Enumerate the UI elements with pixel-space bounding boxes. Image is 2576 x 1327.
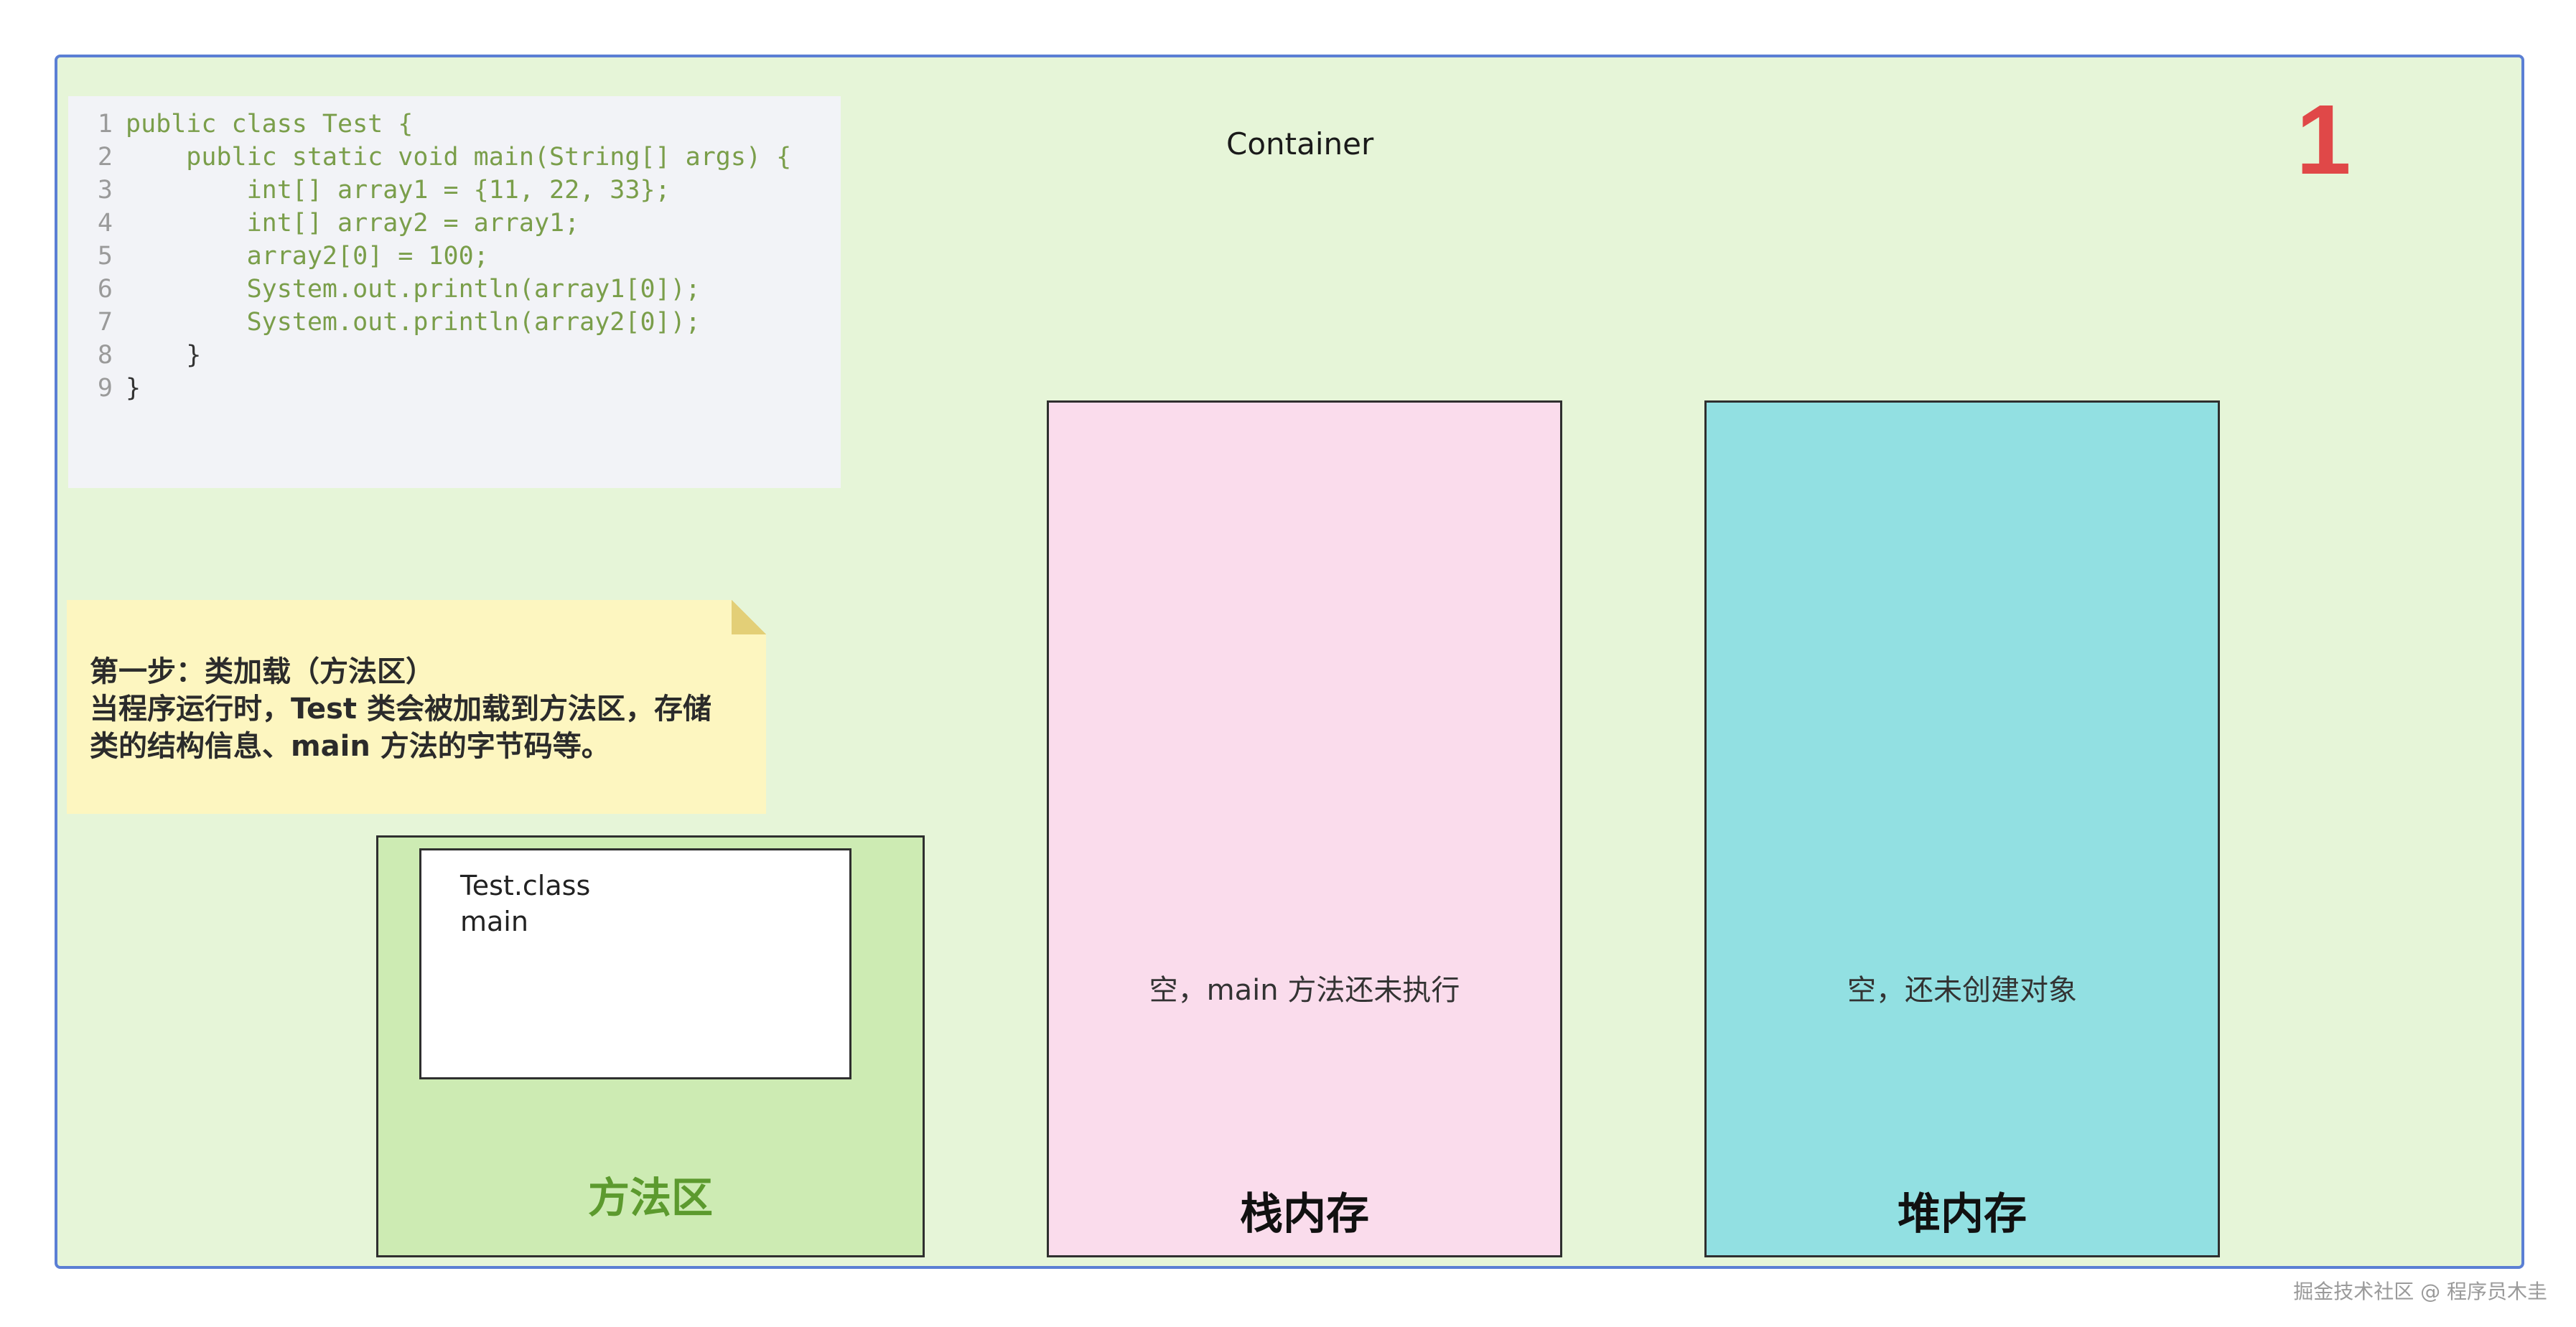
code-text: array2[0] = 100;: [126, 242, 489, 271]
code-line: 5 array2[0] = 100;: [68, 240, 841, 273]
code-text: public class Test {: [126, 110, 414, 139]
code-line: 1 public class Test {: [68, 108, 841, 141]
code-line: 4 int[] array2 = array1;: [68, 207, 841, 240]
line-number: 3: [97, 176, 113, 205]
method-name: main: [460, 906, 528, 937]
method-area-title: 方法区: [587, 1173, 713, 1222]
line-number: 1: [97, 110, 113, 139]
class-info-box: Test.class main: [419, 848, 851, 1079]
note-title: 第一步：类加载（方法区）: [90, 655, 434, 688]
note-text: 类的结构信息、main 方法的字节码等。: [90, 730, 610, 763]
heap-content: 空，还未创建对象: [1847, 974, 2077, 1007]
code-line: 3 int[] array1 = {11, 22, 33};: [68, 174, 841, 207]
code-line: 2 public static void main(String[] args)…: [68, 141, 841, 174]
code-text: }: [126, 374, 141, 403]
note-fold-corner: [732, 600, 766, 634]
watermark: 掘金技术社区 @ 程序员木圭: [2293, 1280, 2547, 1303]
code-line: 8 }: [68, 339, 841, 372]
code-line: 6 System.out.println(array1[0]);: [68, 273, 841, 306]
sticky-note: 第一步：类加载（方法区） 当程序运行时，Test 类会被加载到方法区，存储 类的…: [67, 600, 766, 814]
class-name: Test.class: [460, 870, 591, 901]
stack-memory-box: 空，main 方法还未执行 栈内存: [1047, 400, 1562, 1257]
code-text: public static void main(String[] args) {: [126, 143, 792, 172]
stack-content: 空，main 方法还未执行: [1149, 974, 1460, 1007]
line-number: 4: [97, 209, 113, 238]
line-number: 7: [97, 308, 113, 337]
line-number: 9: [97, 374, 113, 403]
line-number: 6: [97, 275, 113, 304]
code-text: int[] array1 = {11, 22, 33};: [126, 176, 671, 205]
stack-title: 栈内存: [1240, 1189, 1369, 1239]
code-line: 9 }: [68, 372, 841, 405]
heap-memory-box: 空，还未创建对象 堆内存: [1704, 400, 2220, 1257]
code-text: System.out.println(array2[0]);: [126, 308, 701, 337]
code-line: 7 System.out.println(array2[0]);: [68, 306, 841, 339]
code-text: System.out.println(array1[0]);: [126, 275, 701, 304]
step-number: 1: [2296, 85, 2351, 195]
heap-title: 堆内存: [1898, 1189, 2027, 1239]
container-label: Container: [1226, 126, 1374, 161]
line-number: 5: [97, 242, 113, 271]
line-number: 2: [97, 143, 113, 172]
code-text: int[] array2 = array1;: [126, 209, 580, 238]
line-number: 8: [97, 341, 113, 370]
code-text: }: [126, 341, 202, 370]
note-text: 当程序运行时，Test 类会被加载到方法区，存储: [90, 693, 711, 726]
code-block: 1 public class Test { 2 public static vo…: [68, 96, 841, 488]
